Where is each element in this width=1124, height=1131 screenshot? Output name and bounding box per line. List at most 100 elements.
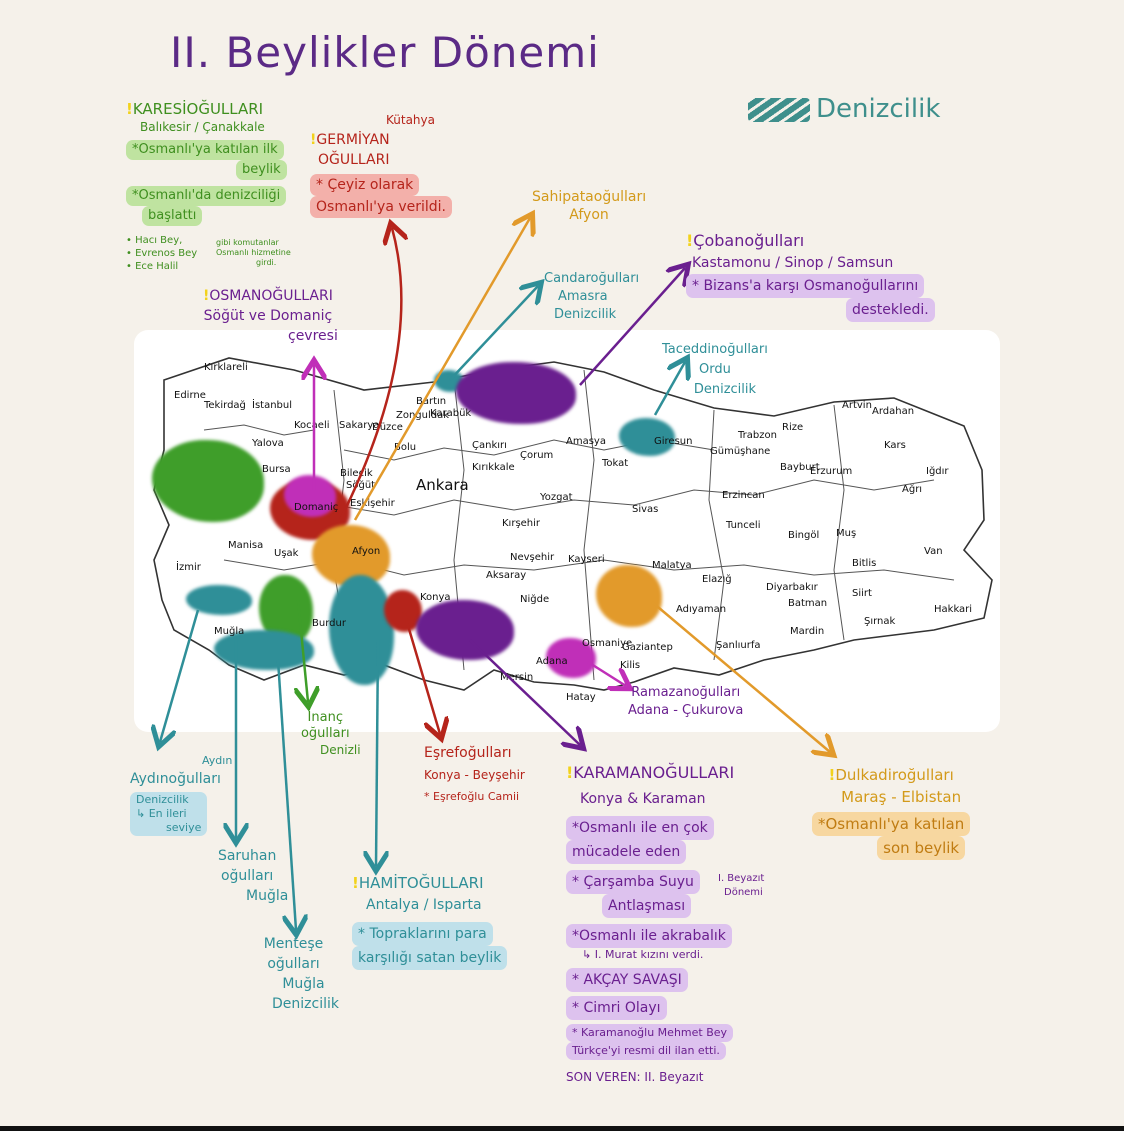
province-label: Tekirdağ bbox=[204, 400, 246, 411]
province-label: Erzurum bbox=[810, 466, 853, 477]
denizcilik-swatch bbox=[748, 98, 810, 122]
esref-region bbox=[384, 590, 422, 632]
province-label: Mersin bbox=[500, 672, 534, 683]
province-label: Zonguldak bbox=[396, 410, 450, 421]
province-label: Şırnak bbox=[864, 616, 896, 627]
province-label: Mardin bbox=[790, 626, 825, 637]
saruhan-note: Saruhan oğulları Muğla bbox=[217, 848, 289, 904]
province-label: Konya bbox=[420, 592, 451, 603]
karesi-note: !KARESİOĞULLARI Balıkesir / Çanakkale *O… bbox=[126, 100, 291, 272]
ramazan-note: Ramazanoğulları Adana - Çukurova bbox=[628, 685, 744, 718]
legend: Denizcilik bbox=[748, 92, 968, 130]
province-label: İstanbul bbox=[252, 400, 293, 411]
province-label: Erzincan bbox=[722, 490, 765, 501]
taceddin-note: Taceddinoğulları Ordu Denizcilik bbox=[662, 342, 768, 397]
province-label: Van bbox=[924, 546, 943, 557]
inanc-note: İnanç oğulları Denizli bbox=[300, 710, 361, 757]
province-label: Kırşehir bbox=[502, 518, 541, 529]
province-label: Iğdır bbox=[926, 466, 949, 477]
osman-note: !OSMANOĞULLARI Söğüt ve Domaniç çevresi bbox=[202, 288, 338, 344]
province-label: Muş bbox=[836, 528, 857, 539]
province-label: Niğde bbox=[520, 594, 550, 605]
province-label: Osmaniye bbox=[582, 638, 633, 649]
province-label: Bingöl bbox=[788, 530, 820, 541]
province-label: Tunceli bbox=[726, 520, 761, 531]
province-label: Bartın bbox=[416, 396, 447, 407]
province-label: Hatay bbox=[566, 692, 596, 703]
coban-region bbox=[456, 362, 576, 424]
province-label: Gümüşhane bbox=[710, 446, 771, 457]
province-label: Afyon bbox=[352, 546, 381, 557]
province-label: Şanlıurfa bbox=[716, 640, 761, 651]
osman-core bbox=[284, 475, 336, 517]
hamit-region bbox=[329, 575, 394, 685]
province-label: Batman bbox=[788, 598, 828, 609]
karesi-region bbox=[152, 440, 264, 522]
dulkadir-note: !Dulkadiroğulları Maraş - Elbistan *Osma… bbox=[812, 764, 971, 860]
province-label: Bolu bbox=[394, 442, 417, 453]
province-label: Gaziantep bbox=[622, 642, 673, 653]
aydin-note: Aydın Aydınoğulları Denizcilik ↳ En iler… bbox=[130, 754, 233, 836]
province-label: Düzce bbox=[372, 422, 403, 433]
province-label: Elazığ bbox=[702, 574, 732, 585]
province-label: Rize bbox=[782, 422, 804, 433]
hamit-note: !HAMİTOĞULLARI Antalya / Isparta * Topra… bbox=[352, 872, 508, 970]
province-label: Ankara bbox=[416, 476, 469, 494]
province-label: Muğla bbox=[214, 626, 245, 637]
province-label: Hakkari bbox=[934, 604, 973, 615]
province-label: Amasya bbox=[566, 436, 606, 447]
province-label: Adıyaman bbox=[676, 604, 727, 615]
province-label: Giresun bbox=[654, 436, 693, 447]
karaman-note: !KARAMANOĞULLARI Konya & Karaman *Osmanl… bbox=[566, 763, 765, 1084]
province-label: Kilis bbox=[620, 660, 641, 671]
province-label: Burdur bbox=[312, 618, 346, 629]
taceddin-region bbox=[619, 418, 675, 456]
province-label: Malatya bbox=[652, 560, 692, 571]
province-label: Siirt bbox=[852, 588, 872, 599]
province-label: Çankırı bbox=[472, 440, 507, 451]
sahip-note: Sahipataoğulları Afyon bbox=[532, 189, 647, 223]
province-label: Ardahan bbox=[872, 406, 915, 417]
province-label: Bayburt bbox=[780, 462, 820, 473]
province-label: Kırıkkale bbox=[472, 462, 515, 473]
province-label: Sakarya bbox=[339, 420, 380, 431]
province-label: Bilecik bbox=[340, 468, 373, 479]
province-label: Aksaray bbox=[486, 570, 527, 581]
legend-label: Denizcilik bbox=[816, 94, 941, 124]
province-label: Adana bbox=[536, 656, 568, 667]
province-label: Ağrı bbox=[902, 484, 923, 495]
province-label: İzmir bbox=[176, 562, 201, 573]
province-label: Diyarbakır bbox=[766, 582, 818, 593]
candar-note: Candaroğulları Amasra Denizcilik bbox=[544, 271, 640, 322]
province-label: Karabük bbox=[430, 408, 472, 419]
province-label: Domaniç bbox=[294, 502, 339, 513]
coban-note: !Çobanoğulları Kastamonu / Sinop / Samsu… bbox=[686, 230, 935, 322]
province-label: Manisa bbox=[228, 540, 264, 551]
province-label: Çorum bbox=[520, 450, 554, 461]
province-label: Kayseri bbox=[568, 554, 605, 565]
province-label: Kocaeli bbox=[294, 420, 330, 431]
esref-note: Eşrefoğulları Konya - Beyşehir * Eşrefoğ… bbox=[424, 745, 525, 803]
mentese-note: Menteşe oğulları Muğla Denizcilik bbox=[263, 936, 339, 1012]
province-label: Bitlis bbox=[852, 558, 877, 569]
germiyan-note: Kütahya !GERMİYAN OĞULLARI * Çeyiz olara… bbox=[310, 110, 453, 218]
province-label: Eskişehir bbox=[350, 498, 395, 509]
province-label: Nevşehir bbox=[510, 552, 555, 563]
province-label: Kırklareli bbox=[204, 362, 248, 373]
province-label: Sivas bbox=[632, 504, 659, 515]
province-label: Edirne bbox=[174, 390, 206, 401]
province-label: Kars bbox=[884, 440, 906, 451]
province-label: Yalova bbox=[252, 438, 284, 449]
province-label: Söğüt bbox=[346, 480, 376, 491]
page-title: II. Beylikler Dönemi bbox=[170, 28, 600, 77]
province-label: Trabzon bbox=[738, 430, 777, 441]
karaman-region bbox=[416, 600, 514, 660]
province-label: Uşak bbox=[274, 548, 299, 559]
dulkadir-region bbox=[596, 565, 662, 627]
province-label: Artvin bbox=[842, 400, 872, 411]
mentese-region bbox=[214, 630, 314, 670]
bottom-border bbox=[0, 1126, 1124, 1131]
province-label: Bursa bbox=[262, 464, 291, 475]
province-label: Tokat bbox=[602, 458, 629, 469]
